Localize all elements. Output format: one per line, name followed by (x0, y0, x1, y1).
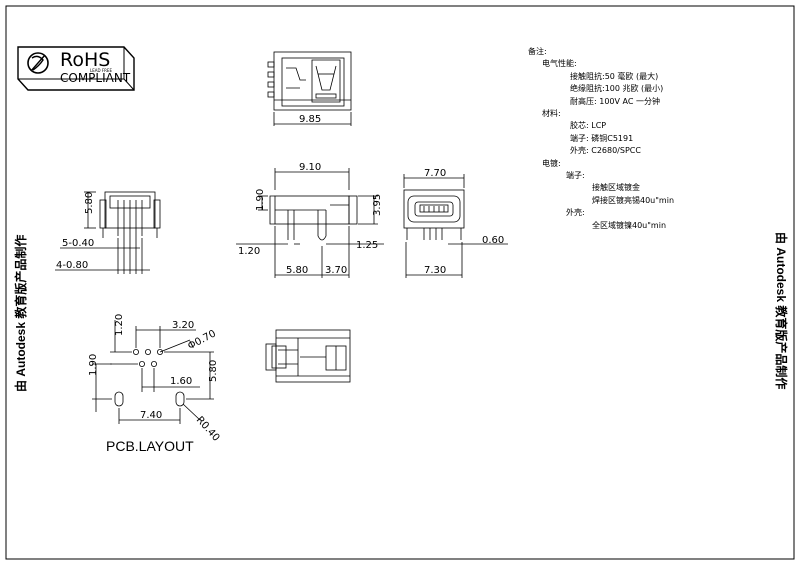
note-line: 外壳: C2680/SPCC (570, 146, 641, 156)
pcb-layout (92, 320, 214, 424)
dim-top-width: 9.85 (299, 114, 321, 125)
compliant-text: COMPLIANT (60, 71, 131, 85)
watermark-left: 由 Autodesk 教育版产品制作 (14, 234, 28, 392)
dim-end-top: 7.70 (424, 168, 446, 179)
dim-pcb-190: 1.90 (88, 354, 99, 376)
dim-side-right: 3.95 (372, 194, 383, 216)
note-line: 绝缘阻抗:100 兆欧 (最小) (570, 84, 664, 94)
dim-side-width: 9.10 (299, 162, 321, 173)
dim-side-bottom-right: 3.70 (325, 265, 347, 276)
dim-end-pin: 0.60 (482, 235, 504, 246)
dim-pcb-pitch: 1.20 (114, 314, 125, 336)
dim-front-height: 5.80 (84, 192, 95, 214)
dim-pcb-580: 5.80 (208, 360, 219, 382)
front-view (55, 191, 161, 274)
note-line: 端子: 磷铜C5191 (570, 133, 634, 143)
end-view (403, 174, 508, 278)
dim-pcb-r: R0.40 (194, 415, 222, 444)
dim-pcb-320: 3.20 (172, 320, 194, 331)
watermark-right: 由 Autodesk 教育版产品制作 (774, 232, 788, 390)
top-view (267, 51, 352, 126)
notes-block: 备注: 电气性能: 接触阻抗:50 毫欧 (最大) 绝缘阻抗:100 兆欧 (最小) 耐… (528, 46, 674, 232)
note-line: 材料: (542, 109, 561, 119)
side-view (236, 168, 384, 278)
note-line: 接触区域镀金 (592, 183, 640, 193)
rohs-logo: RoHS LEAD FREE COMPLIANT (17, 46, 135, 91)
lead-free-text: LEAD FREE (90, 68, 112, 73)
note-line: 耐高压: 100V AC 一分钟 (570, 96, 660, 106)
dim-side-right-small: 1.25 (356, 240, 378, 251)
note-line: 电气性能: (542, 59, 577, 69)
dim-side-pitch: 1.20 (238, 246, 260, 257)
rohs-text: RoHS (60, 49, 110, 71)
dim-front-pin2: 4-0.80 (56, 260, 88, 271)
note-line: 接触阻抗:50 毫欧 (最大) (570, 71, 659, 81)
note-line: 外壳: (566, 208, 585, 218)
note-line: 备注: (528, 47, 547, 56)
dim-side-bottom-left: 5.80 (286, 265, 308, 276)
dim-front-pin: 5-0.40 (62, 238, 94, 249)
note-line: 端子: (566, 171, 585, 181)
section-view (265, 329, 351, 383)
dim-pcb-740: 7.40 (140, 410, 162, 421)
note-line: 焊接区镀亮锡40u"min (592, 195, 675, 205)
dim-end-bottom: 7.30 (424, 265, 446, 276)
dim-pcb-hole: Φ0.70 (186, 328, 218, 352)
leaf-icon (27, 52, 49, 74)
note-line: 电镀: (542, 158, 561, 168)
note-line: 胶芯: LCP (570, 121, 607, 131)
dim-side-height: 1.90 (255, 189, 266, 211)
sheet-border (5, 5, 795, 560)
note-line: 全区域镀镍40u"min (592, 220, 667, 230)
pcb-layout-title: PCB.LAYOUT (106, 438, 194, 454)
dim-pcb-160: 1.60 (170, 376, 192, 387)
